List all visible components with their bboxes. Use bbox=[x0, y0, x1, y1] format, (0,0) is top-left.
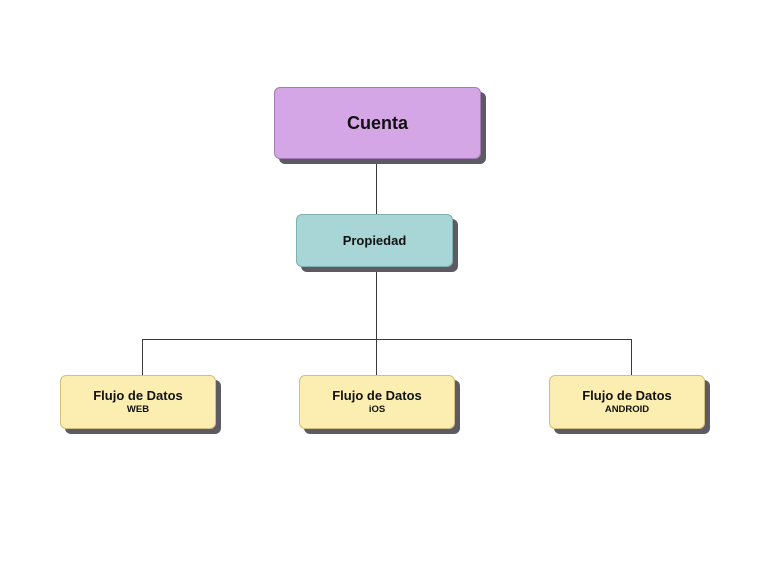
connector-branch-ios bbox=[376, 339, 377, 375]
property-node: Propiedad bbox=[296, 214, 453, 267]
connector-property-branch bbox=[376, 267, 377, 340]
data-stream-web-node: Flujo de Datos WEB bbox=[60, 375, 216, 429]
property-label: Propiedad bbox=[342, 233, 407, 248]
connector-branch-web bbox=[142, 339, 143, 375]
account-node: Cuenta bbox=[274, 87, 481, 159]
data-stream-platform: iOS bbox=[368, 404, 386, 415]
connector-account-property bbox=[376, 159, 377, 214]
data-stream-ios-node: Flujo de Datos iOS bbox=[299, 375, 455, 429]
data-stream-title: Flujo de Datos bbox=[93, 388, 183, 403]
connector-branch-android bbox=[631, 339, 632, 375]
data-stream-title: Flujo de Datos bbox=[582, 388, 672, 403]
data-stream-platform: WEB bbox=[126, 404, 150, 415]
account-label: Cuenta bbox=[346, 112, 408, 133]
data-stream-android-node: Flujo de Datos ANDROID bbox=[549, 375, 705, 429]
connector-horizontal-branch bbox=[142, 339, 632, 340]
data-stream-platform: ANDROID bbox=[604, 404, 650, 415]
data-stream-title: Flujo de Datos bbox=[332, 388, 422, 403]
